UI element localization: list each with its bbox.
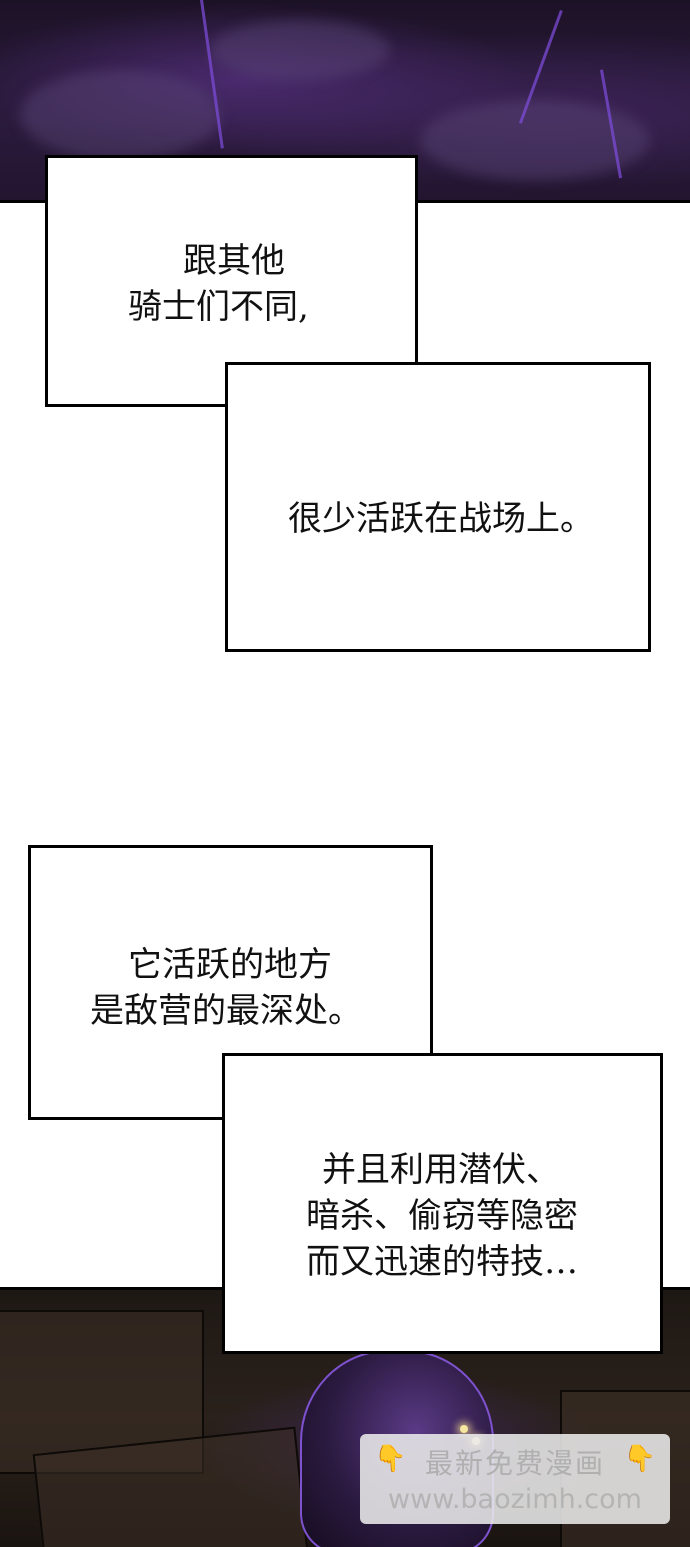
pointing-down-hand-icon: 👇 — [374, 1444, 407, 1474]
caption-box — [225, 362, 651, 652]
caption-box-join — [228, 365, 415, 404]
caption-text: 并且利用潜伏、 — [322, 1150, 560, 1190]
pointing-down-hand-icon: 👇 — [623, 1444, 656, 1474]
watermark-banner: 👇 最新免费漫画 👇 www.baozimh.com — [360, 1434, 670, 1524]
caption-text: 跟其他 — [183, 241, 285, 281]
watermark-title: 最新免费漫画 — [424, 1447, 605, 1480]
fog-cloud — [20, 70, 220, 160]
caption-text: 它活跃的地方 — [128, 945, 332, 985]
caption-text: 是敌营的最深处。 — [90, 991, 362, 1031]
caption-text: 而又迅速的特技… — [306, 1242, 578, 1282]
caption-text: 骑士们不同, — [128, 287, 309, 327]
caption-text: 很少活跃在战场上。 — [288, 499, 594, 539]
glowing-eye — [460, 1425, 468, 1433]
watermark-url: www.baozimh.com — [388, 1484, 642, 1515]
caption-text: 暗杀、偷窃等隐密 — [306, 1196, 578, 1236]
caption-box-join — [225, 1056, 430, 1117]
fog-cloud — [210, 20, 390, 80]
